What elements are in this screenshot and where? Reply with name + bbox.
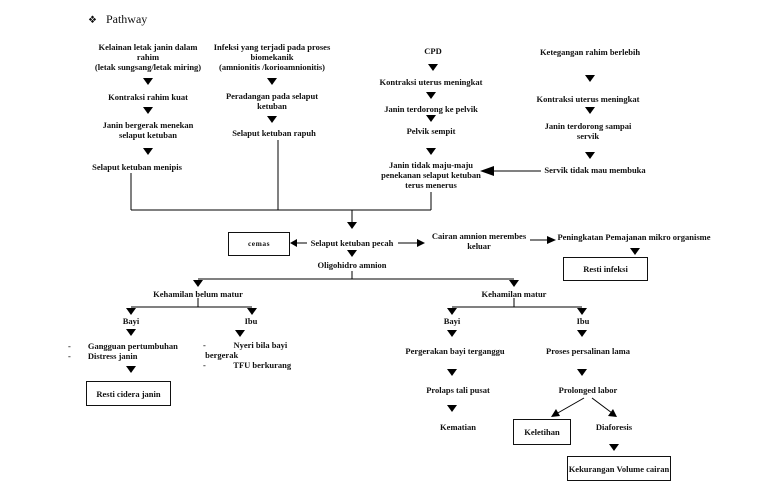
- list-ibu-kiri: - Nyeri bila bayi bergerak - TFU berkura…: [203, 340, 292, 370]
- node-bayi-kanan: Bayi: [443, 316, 461, 326]
- page-title-label: Pathway: [105, 12, 148, 26]
- node-peradangan-selaput: Peradangan pada selaput ketuban: [225, 91, 319, 111]
- node-selaput-rapuh: Selaput ketuban rapuh: [232, 128, 316, 138]
- node-kelainan-letak: Kelainan letak janin dalam rahim (letak …: [94, 42, 202, 72]
- node-prolonged-labor: Prolonged labor: [558, 385, 618, 395]
- node-oligohidro: Oligohidro amnion: [317, 260, 387, 270]
- node-ibu-kiri: Ibu: [244, 316, 258, 326]
- node-janin-tidak-maju: Janin tidak maju-maju penekanan selaput …: [381, 160, 481, 190]
- node-kematian: Kematian: [440, 422, 476, 432]
- node-kontraksi-uterus-2: Kontraksi uterus meningkat: [536, 94, 640, 104]
- box-kekurangan-volume: Kekurangan Volume cairan: [567, 456, 671, 481]
- node-servik-tidak-membuka: Servik tidak mau membuka: [544, 165, 646, 175]
- node-selaput-pecah: Selaput ketuban pecah: [310, 238, 394, 248]
- node-janin-terdorong-pelvik: Janin terdorong ke pelvik: [384, 104, 478, 114]
- box-keletihan: Keletihan: [513, 419, 571, 445]
- node-bayi-kiri: Bayi: [122, 316, 140, 326]
- node-kehamilan-matur: Kehamilan matur: [481, 289, 547, 299]
- node-selaput-menipis: Selaput ketuban menipis: [92, 162, 182, 172]
- node-kontraksi-uterus-1: Kontraksi uterus meningkat: [379, 77, 483, 87]
- node-pergerakan-terganggu: Pergerakan bayi terganggu: [405, 346, 505, 356]
- node-prolaps-tali: Prolaps tali pusat: [426, 385, 490, 395]
- flow-lines: [130, 140, 613, 415]
- box-resti-cidera: Resti cidera janin: [86, 381, 171, 406]
- node-proses-persalinan: Proses persalinan lama: [546, 346, 630, 356]
- box-resti-infeksi: Resti infeksi: [563, 257, 648, 281]
- node-ibu-kanan: Ibu: [576, 316, 590, 326]
- diamond-bullet-icon: ❖: [88, 15, 97, 26]
- node-infeksi-biomekanik: Infeksi yang terjadi pada proses biomeka…: [213, 42, 331, 72]
- node-cpd: CPD: [424, 46, 442, 56]
- box-cemas: cemas: [228, 232, 290, 256]
- node-janin-terdorong-servik: Janin terdorong sampai servik: [544, 121, 632, 141]
- node-kehamilan-belum-matur: Kehamilan belum matur: [153, 289, 243, 299]
- list-bayi-kiri: - Gangguan pertumbuhan - Distress janin: [68, 341, 178, 361]
- node-pelvik-sempit: Pelvik sempit: [406, 126, 456, 136]
- page-title: ❖ Pathway: [88, 12, 147, 28]
- node-pemajanan-mikro: Peningkatan Pemajanan mikro organisme: [557, 232, 711, 242]
- node-diaforesis: Diaforesis: [595, 422, 633, 432]
- node-ketegangan-rahim: Ketegangan rahim berlebih: [539, 47, 641, 57]
- node-kontraksi-rahim-kuat: Kontraksi rahim kuat: [108, 92, 188, 102]
- side-arrow-icons: [290, 166, 617, 417]
- node-janin-bergerak-menekan: Janin bergerak menekan selaput ketuban: [102, 120, 194, 140]
- down-arrow-icons: [126, 64, 640, 451]
- node-cairan-merembes: Cairan amnion merembes keluar: [431, 231, 527, 251]
